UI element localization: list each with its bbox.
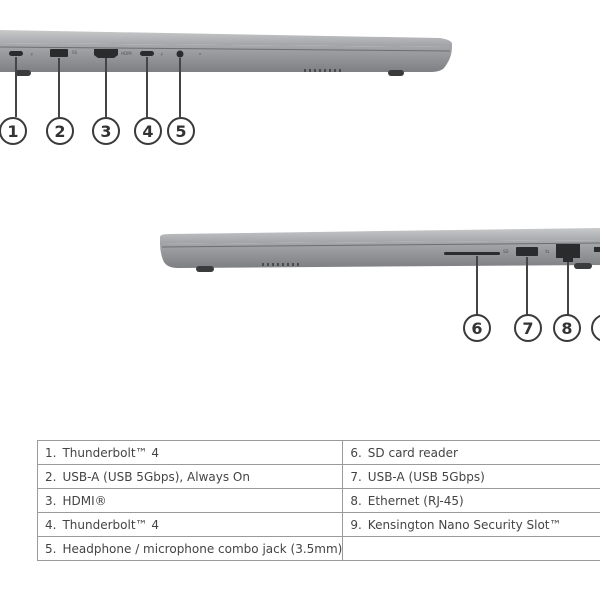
callout-number: 2: [54, 122, 65, 141]
table-cell: 2. USB-A (USB 5Gbps), Always On: [36, 464, 344, 489]
laptop-foot: [15, 70, 31, 76]
table-row: 4. Thunderbolt™ 4 9. Kensington Nano Secur…: [36, 512, 600, 537]
callout-circle: [514, 314, 542, 342]
callout-number: 5: [175, 122, 186, 141]
table-cell: 4. Thunderbolt™ 4: [36, 512, 344, 537]
laptop-foot: [196, 266, 214, 272]
table-cell: 3. HDMI®: [36, 488, 344, 513]
callout-number: 8: [561, 319, 572, 338]
callout-circle: [0, 117, 27, 145]
callout-circle: [591, 314, 600, 342]
callout-number: 3: [100, 122, 111, 141]
port-label: Ethernet (RJ-45): [367, 493, 464, 508]
callout-number: 1: [7, 122, 18, 141]
callout-circle: [134, 117, 162, 145]
table-row: 3. HDMI® 8. Ethernet (RJ-45): [36, 488, 600, 513]
table-cell: 6. SD card reader: [342, 440, 600, 465]
table-cell: 9. Kensington Nano Security Slot™: [342, 512, 600, 537]
usb-a-port: [50, 49, 68, 57]
audio-jack: [176, 50, 184, 58]
laptop-base: [160, 240, 600, 268]
table-cell: 5. Headphone / microphone combo jack (3.5…: [36, 536, 344, 561]
svg-text:SD: SD: [503, 249, 509, 254]
ethernet-port: [556, 244, 580, 262]
port-label: USB-A (USB 5Gbps): [367, 469, 485, 484]
port-label: Kensington Nano Security Slot™: [367, 517, 562, 532]
port-label: SD card reader: [367, 445, 458, 460]
laptop-foot: [388, 70, 404, 76]
callout-circle: [46, 117, 74, 145]
table-cell: 1. Thunderbolt™ 4: [36, 440, 344, 465]
table-row: 2. USB-A (USB 5Gbps), Always On 7. USB-A (…: [36, 464, 600, 489]
callout-number: 7: [522, 319, 533, 338]
item-number: 4.: [45, 517, 57, 532]
svg-text:⚡: ⚡: [30, 52, 34, 58]
laptop-left-side-view: ⚡ SS HDMI ⚡ 1 2 3 4 5: [0, 30, 452, 145]
item-number: 5.: [45, 541, 57, 556]
table-cell: 7. USB-A (USB 5Gbps): [342, 464, 600, 489]
laptop-right-side-view: SD ⇆ 6 7 8 9: [160, 228, 600, 342]
table-row: 5. Headphone / microphone combo jack (3.5…: [36, 536, 600, 561]
laptop-lid: [160, 228, 600, 244]
sd-card-slot: [444, 252, 500, 255]
callout-circle: [463, 314, 491, 342]
svg-text:⇆: ⇆: [545, 249, 549, 255]
callout-circle: [92, 117, 120, 145]
laptop-foot: [574, 263, 592, 269]
port-legend-table: 1. Thunderbolt™ 4 6. SD card reader 2. USB-…: [36, 440, 600, 561]
laptop-lid: [0, 30, 452, 47]
thunderbolt-port: [9, 51, 23, 56]
security-slot: [594, 247, 600, 252]
port-label: Thunderbolt™ 4: [62, 517, 159, 532]
table-row: 1. Thunderbolt™ 4 6. SD card reader: [36, 440, 600, 465]
port-label: USB-A (USB 5Gbps), Always On: [62, 469, 250, 484]
svg-text:SS: SS: [72, 50, 78, 55]
item-number: 2.: [45, 469, 57, 484]
svg-text:⚡: ⚡: [160, 52, 164, 58]
item-number: 6.: [350, 445, 362, 460]
port-label: HDMI®: [62, 493, 107, 508]
vent-grille: [304, 69, 341, 72]
svg-text:HDMI: HDMI: [121, 51, 132, 56]
item-number: 9.: [350, 517, 362, 532]
thunderbolt-port: [140, 51, 154, 56]
callout-circle: [553, 314, 581, 342]
usb-a-port: [516, 247, 538, 256]
item-number: 1.: [45, 445, 57, 460]
item-number: 7.: [350, 469, 362, 484]
hdmi-port: [94, 49, 118, 58]
table-cell: [342, 536, 600, 561]
table-cell: 8. Ethernet (RJ-45): [342, 488, 600, 513]
port-label: Headphone / microphone combo jack (3.5mm…: [62, 541, 343, 556]
port-label: Thunderbolt™ 4: [62, 445, 159, 460]
vent-grille: [262, 263, 299, 266]
callout-number: 4: [142, 122, 153, 141]
callout-circle: [167, 117, 195, 145]
callout-number: 6: [471, 319, 482, 338]
item-number: 3.: [45, 493, 57, 508]
item-number: 8.: [350, 493, 362, 508]
